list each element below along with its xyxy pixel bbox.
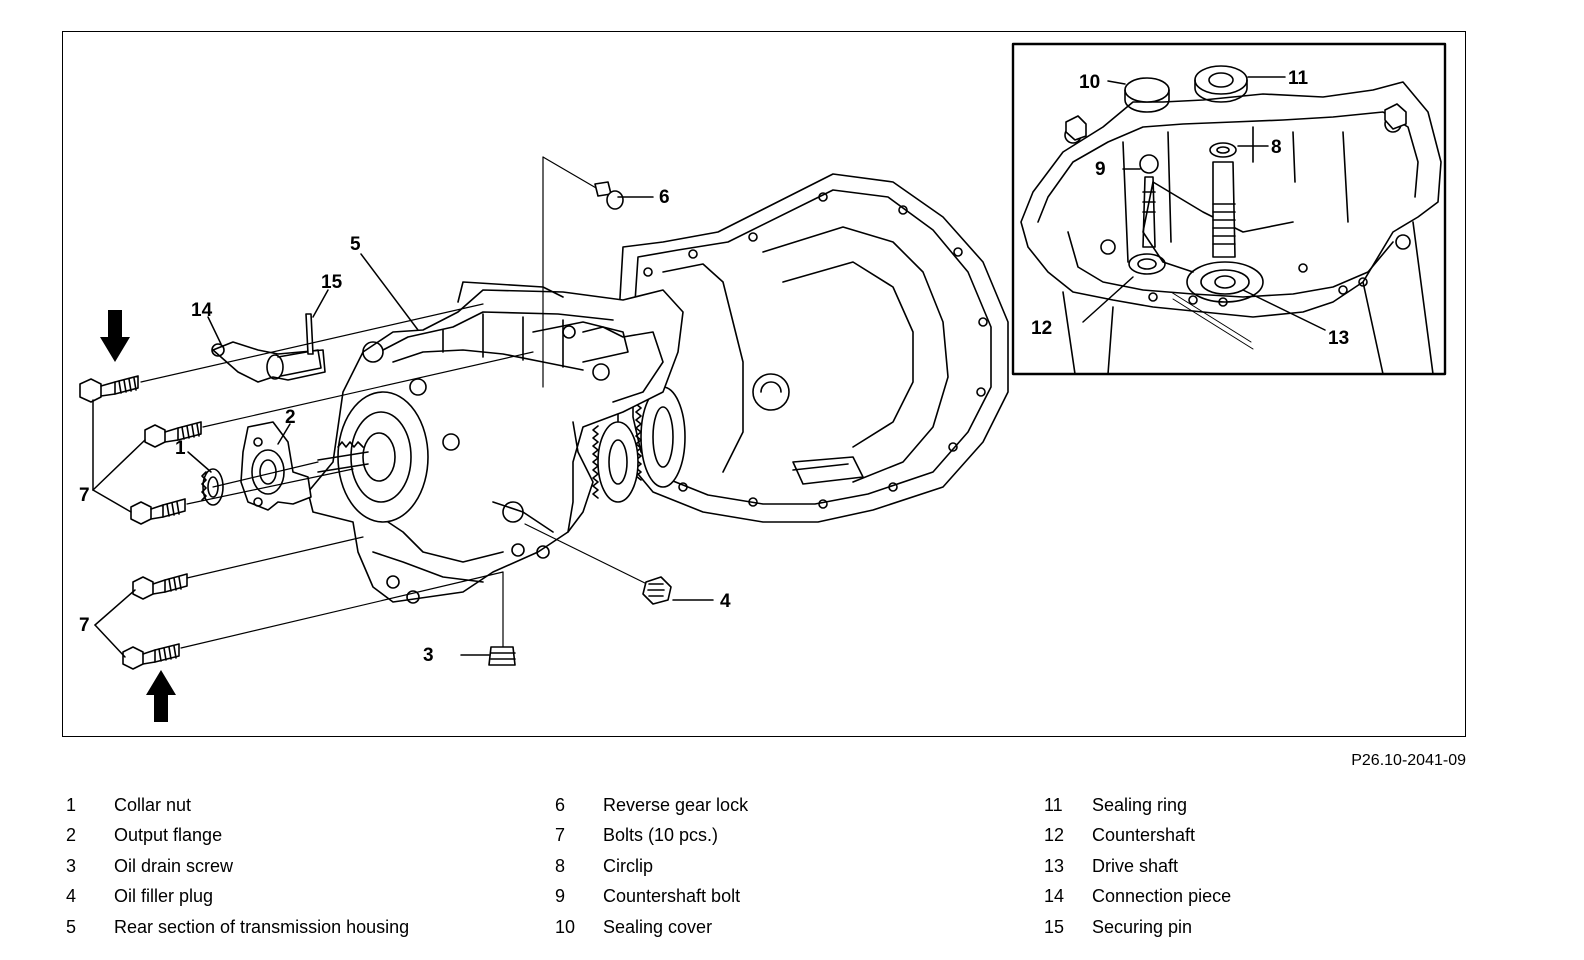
callout-8: 8 [1271,137,1282,158]
legend-label: Output flange [114,825,223,846]
legend-number: 8 [555,855,566,876]
assembly-guide-lines [140,156,654,649]
figure-reference-code: P26.10-2041-09 [1351,752,1466,769]
legend-label: Rear section of transmission housing [114,916,410,937]
output-shaft [317,391,429,523]
callout-5: 5 [350,234,361,255]
legend-label: Sealing ring [1092,794,1188,815]
legend-item: 2 Output flange [62,821,409,852]
legend-label: Securing pin [1092,916,1193,937]
legend-label: Collar nut [114,794,192,815]
bolt [130,498,186,525]
legend-number: 2 [66,825,77,846]
rear-transmission-housing [307,281,684,604]
bolt [132,573,188,600]
legend-column-3: 11 Sealing ring 12 Countershaft 13 Drive sh… [1040,790,1231,943]
callout-15: 15 [321,272,343,293]
legend-label: Countershaft [1092,825,1196,846]
callout-9: 9 [1095,159,1106,180]
legend-item: 10 Sealing cover [551,912,748,943]
legend-number: 15 [1044,916,1065,937]
legend-number: 7 [555,825,566,846]
callout-11: 11 [1288,68,1309,89]
inset-detail [1011,42,1447,376]
callout-labels: 1 2 3 4 5 6 7 7 8 9 10 11 12 13 14 15 [79,68,1349,666]
legend-label: Sealing cover [603,916,713,937]
callout-13: 13 [1328,328,1349,349]
legend-number: 4 [66,886,77,907]
legend-item: 8 Circlip [551,851,748,882]
callout-4: 4 [720,591,731,612]
callout-leaders [92,196,714,658]
legend-item: 14 Connection piece [1040,882,1231,913]
callout-3: 3 [423,645,434,666]
legend-column-1: 1 Collar nut 2 Output flange 3 Oil drain sc… [62,790,409,943]
legend-number: 3 [66,855,77,876]
legend-column-2: 6 Reverse gear lock 7 Bolts (10 pcs.) 8 Cir… [551,790,748,943]
callout-10: 10 [1079,72,1100,93]
legend-number: 9 [555,886,566,907]
bolt-group-lower [122,573,188,670]
legend-item: 12 Countershaft [1040,821,1231,852]
bolt [79,375,139,403]
bolt [122,643,180,670]
legend-label: Bolts (10 pcs.) [603,825,719,846]
callout-7-upper: 7 [79,485,90,506]
legend-item: 5 Rear section of transmission housing [62,912,409,943]
legend-item: 4 Oil filler plug [62,882,409,913]
legend-item: 11 Sealing ring [1040,790,1231,821]
legend-item: 7 Bolts (10 pcs.) [551,821,748,852]
transmission-drawing: 1 2 3 4 5 6 7 7 8 9 10 11 12 13 14 15 [79,42,1447,722]
securing-pin [305,313,314,355]
oil-drain-screw [488,646,516,666]
bolt [144,421,202,448]
legend-label: Reverse gear lock [603,794,749,815]
callout-12: 12 [1031,318,1052,339]
legend-item: 9 Countershaft bolt [551,882,748,913]
legend-number: 14 [1044,886,1065,907]
legend-label: Drive shaft [1092,855,1179,876]
up-arrow-icon [146,670,176,722]
callout-14: 14 [191,300,213,321]
callout-6: 6 [659,187,670,208]
down-arrow-icon [100,310,130,362]
connection-piece [211,341,326,383]
callout-7-lower: 7 [79,615,90,636]
legend-number: 11 [1044,794,1063,815]
legend-number: 10 [555,916,576,937]
callout-2: 2 [285,407,296,428]
legend-label: Connection piece [1092,886,1232,907]
gear-set [592,386,686,503]
direction-arrows [100,310,176,722]
callout-1: 1 [175,438,186,459]
legend-label: Countershaft bolt [603,886,741,907]
legend-number: 5 [66,916,77,937]
bell-housing [617,173,1009,523]
exploded-view-figure: 1 2 3 4 5 6 7 7 8 9 10 11 12 13 14 15 [62,31,1466,737]
inset-callout-leaders [1082,76,1326,331]
legend-number: 12 [1044,825,1065,846]
legend-number: 1 [66,794,77,815]
legend-number: 6 [555,794,566,815]
legend-item: 6 Reverse gear lock [551,790,748,821]
legend-number: 13 [1044,855,1065,876]
legend-item: 3 Oil drain screw [62,851,409,882]
legend-label: Oil filler plug [114,886,214,907]
legend-item: 1 Collar nut [62,790,409,821]
legend-label: Oil drain screw [114,855,234,876]
legend-item: 13 Drive shaft [1040,851,1231,882]
legend-item: 15 Securing pin [1040,912,1231,943]
reverse-gear-lock [594,181,624,210]
bolt-group-upper [79,375,202,525]
oil-filler-plug [642,576,672,605]
legend-label: Circlip [603,855,654,876]
